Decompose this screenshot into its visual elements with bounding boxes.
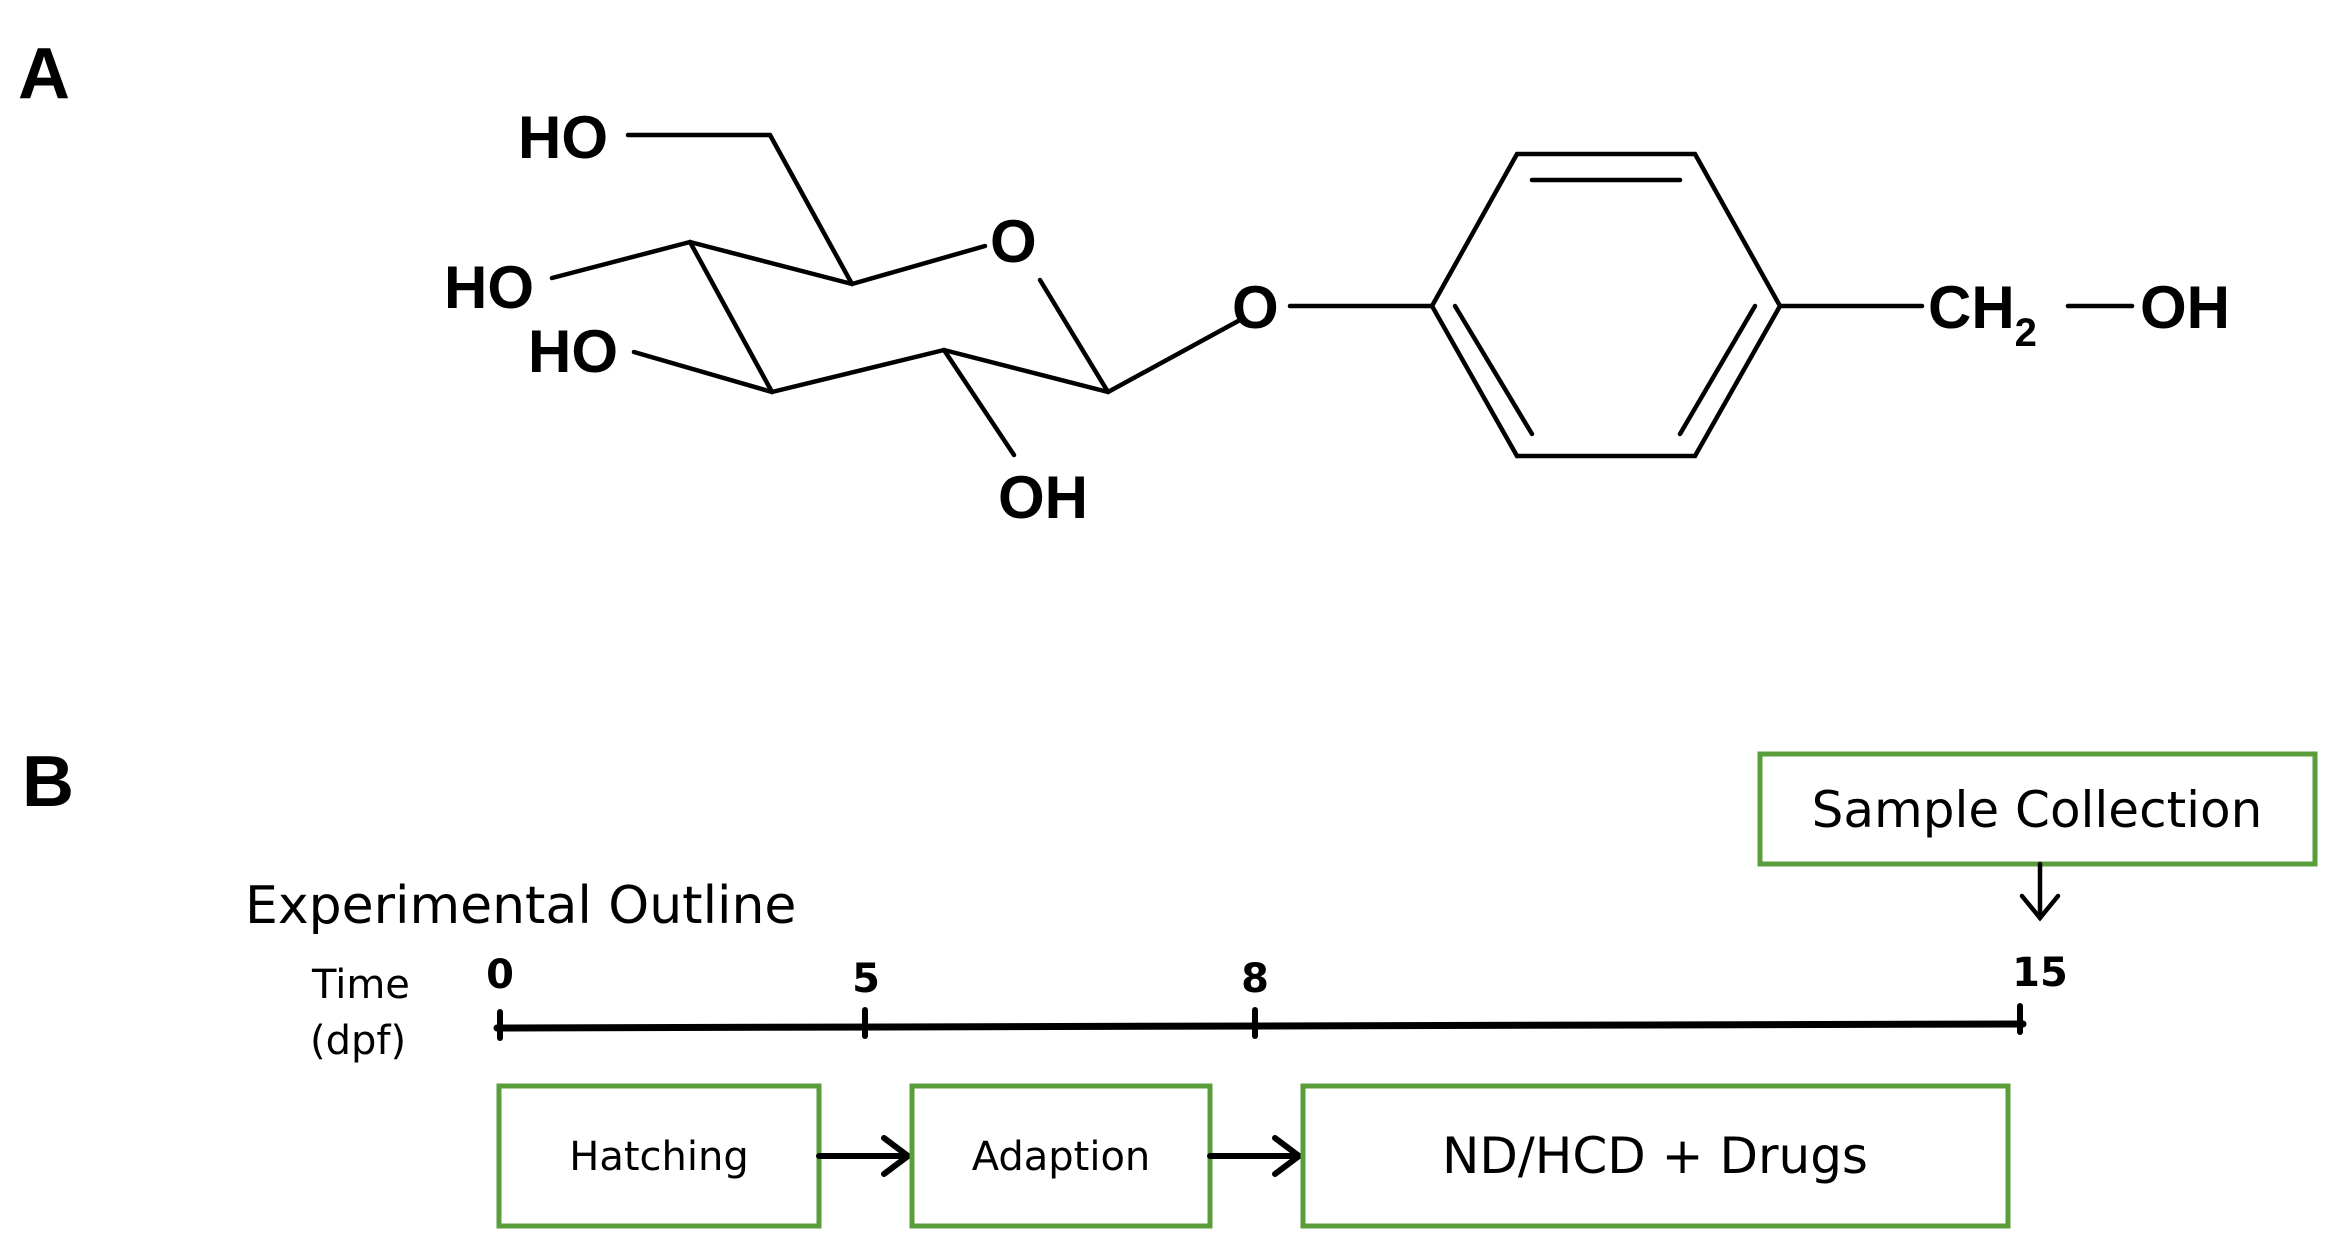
- tick-label-0: 0: [486, 952, 514, 998]
- stage-label-hatching: Hatching: [569, 1134, 748, 1180]
- panel-b: B Sample Collection Experimental Outline…: [22, 742, 2318, 1229]
- sample-collection-label: Sample Collection: [1812, 781, 2263, 839]
- benzene-ring: [1287, 151, 2135, 459]
- tick-label-15: 15: [2012, 950, 2068, 996]
- tick-label-5: 5: [852, 956, 880, 1002]
- atom-ch2: CH2: [1928, 274, 2037, 355]
- arrow-1-head: [881, 1135, 913, 1177]
- arrow-2-head: [1272, 1135, 1304, 1177]
- timeline-axis: [493, 1020, 2027, 1032]
- atom-ho-left: HO: [444, 254, 534, 321]
- stage-label-treatment: ND/HCD + Drugs: [1442, 1127, 1868, 1185]
- bond-c1-c2: [941, 347, 1111, 395]
- panel-b-label: B: [22, 742, 74, 822]
- benzene-double-right: [1677, 303, 1758, 437]
- bond-c4-c5: [687, 239, 855, 287]
- outline-title: Experimental Outline: [245, 876, 796, 936]
- stage-label-adaption: Adaption: [972, 1134, 1151, 1180]
- atom-ho-top: HO: [518, 104, 608, 171]
- time-label-line1: Time: [311, 962, 410, 1008]
- bond-c2-oh: [941, 347, 1017, 458]
- panel-a: A HO O HO HO: [18, 34, 2230, 531]
- sample-arrow-head: [2019, 893, 2061, 922]
- bond-c5-oring: [849, 243, 988, 287]
- sample-collection-box: [1757, 751, 2318, 867]
- time-label-line2: (dpf): [310, 1018, 406, 1064]
- stage-box-hatching: [496, 1083, 822, 1229]
- atom-ho-mid: HO: [528, 318, 618, 385]
- atom-o-link: O: [1232, 274, 1279, 341]
- panel-a-label: A: [18, 34, 70, 114]
- stage-box-treatment: [1300, 1083, 2011, 1229]
- stage-box-adaption: [909, 1083, 1213, 1229]
- bond-c3-ho: [631, 349, 775, 395]
- bond-c3-c4: [687, 239, 775, 395]
- bond-c1-olink: [1105, 317, 1243, 395]
- benzene-double-left: [1452, 303, 1535, 437]
- atom-o-ring: O: [990, 208, 1037, 275]
- benzene-hexagon: [1429, 151, 1783, 459]
- bond-c2-c3: [769, 347, 947, 395]
- atom-oh-bottom: OH: [998, 464, 1088, 531]
- bond-c4-ho: [549, 239, 693, 281]
- tick-label-8: 8: [1241, 956, 1269, 1002]
- glucose-ring: [549, 132, 1243, 458]
- bond-ch2-c5: [767, 132, 855, 287]
- bond-oring-c1: [1037, 277, 1111, 395]
- atom-labels: HO O HO HO OH O CH2 OH: [444, 104, 2230, 531]
- atom-oh-right: OH: [2140, 274, 2230, 341]
